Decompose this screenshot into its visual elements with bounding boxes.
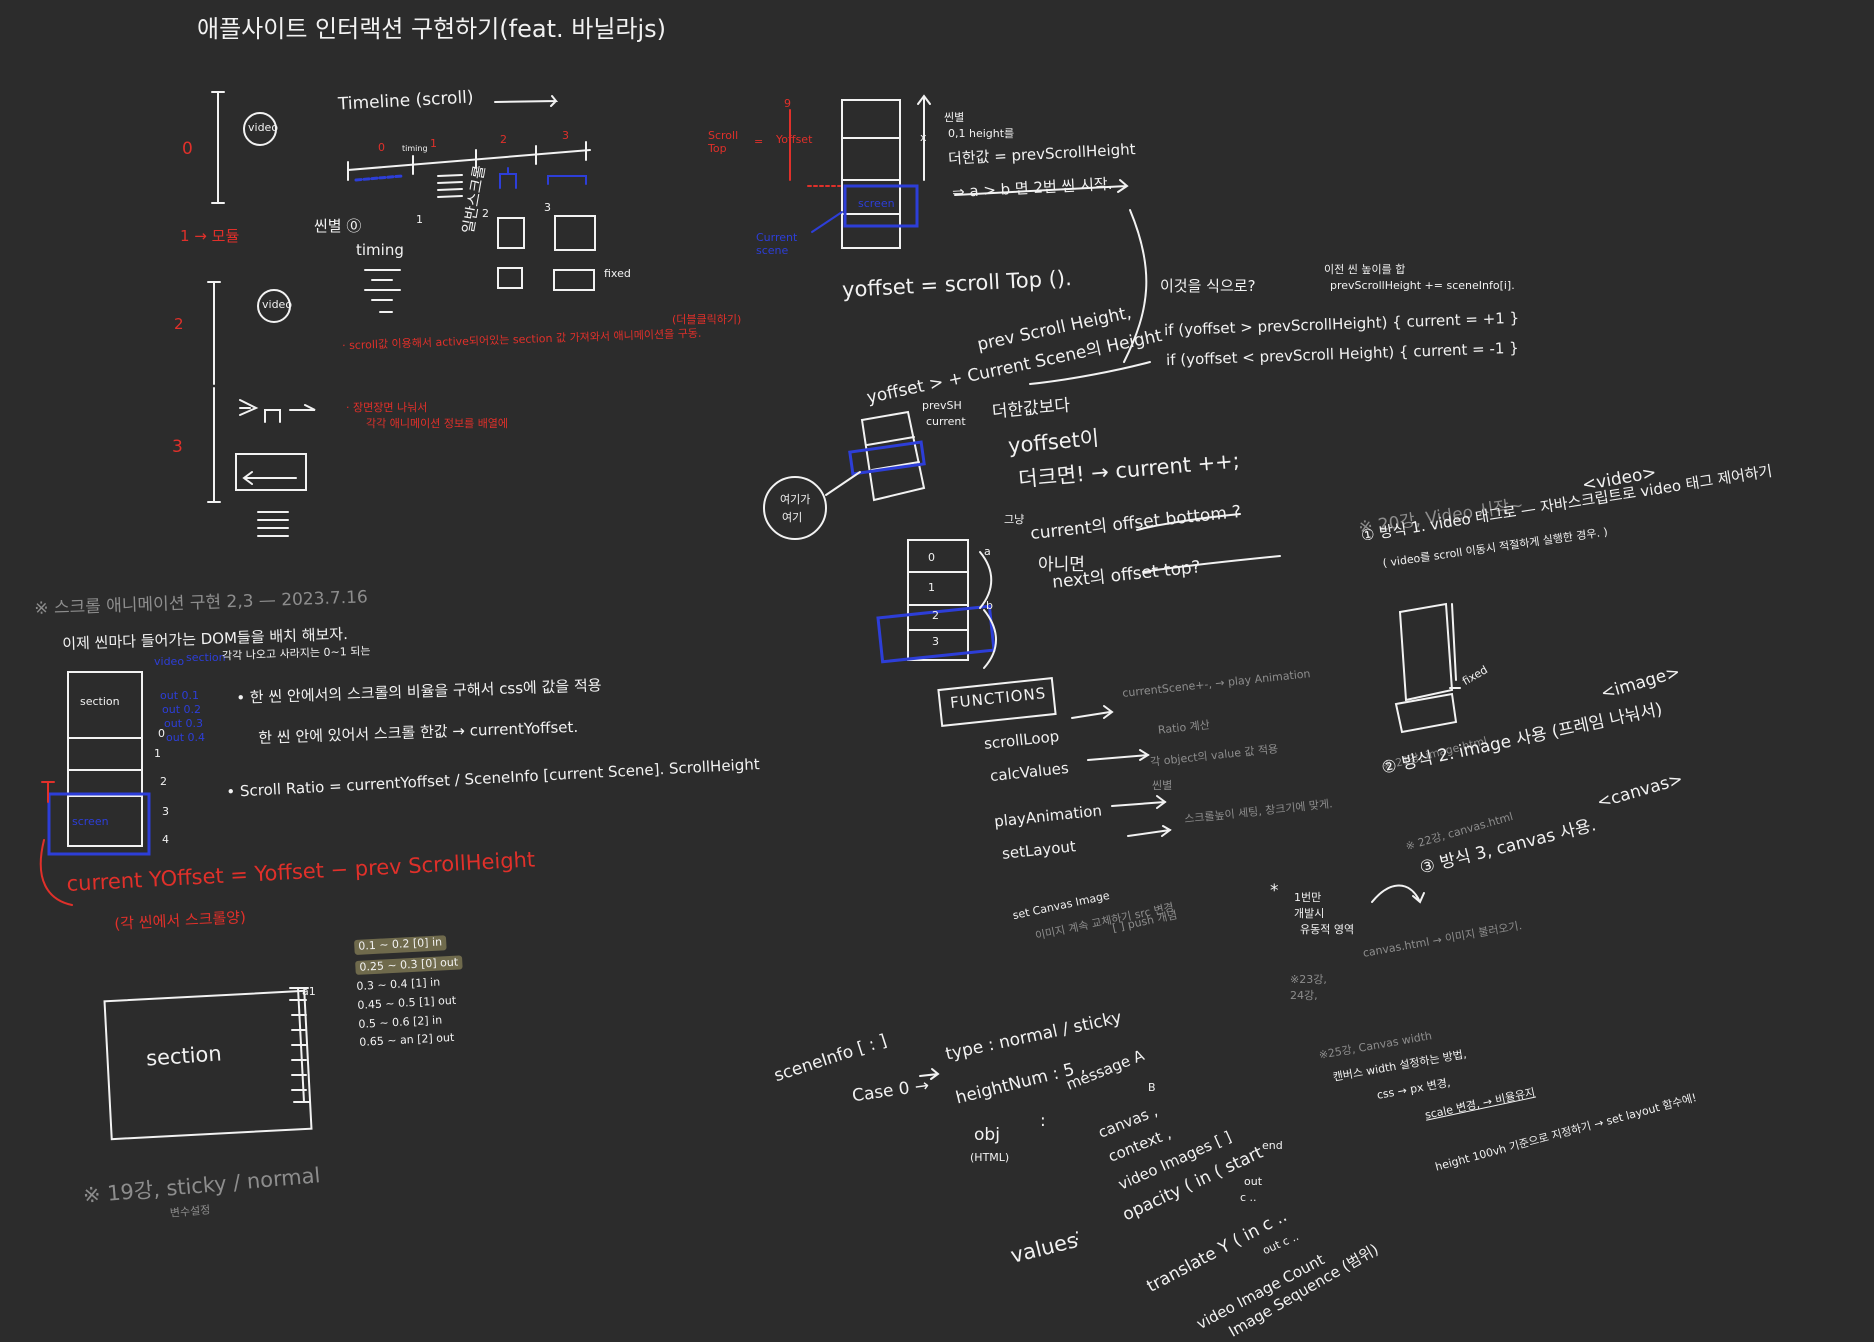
obj-colon: : xyxy=(1040,1111,1046,1131)
stack-tick-1: 1 xyxy=(154,747,161,760)
fixed-label: fixed xyxy=(604,267,631,280)
stack-note-1: 씬별 xyxy=(944,111,965,124)
left-label-3: 3 xyxy=(172,437,183,457)
yoffset-red-label: Yoffset xyxy=(776,133,813,146)
scroll-range-item: 0.5 ~ 0.6 [2] in xyxy=(358,1013,443,1031)
stack-note-2: 0,1 height를 xyxy=(948,127,1015,140)
canvas-left-note-2: 개발시 xyxy=(1294,907,1325,920)
x-mark: x xyxy=(920,131,927,144)
video-circle-label: video xyxy=(248,121,279,134)
scroll-range-list: 0.1 ~ 0.2 [0] in 0.25 ~ 0.3 [0] out 0.3 … xyxy=(354,934,467,1055)
stack-num-2: 2 xyxy=(932,609,939,622)
left-label-0: 0 xyxy=(182,139,193,159)
blue-note-3: out 0.2 xyxy=(162,703,202,716)
blue-note-2: out 0.1 xyxy=(160,689,200,702)
stack-current-label: current xyxy=(926,415,966,428)
timeline-tick-2: 2 xyxy=(500,133,507,146)
top-note-1: 이전 씬 높이를 합 xyxy=(1324,263,1406,276)
canvas-left-note-1: 1번만 xyxy=(1294,891,1322,904)
stack-tick-4: 4 xyxy=(162,833,169,846)
stack-tick-3: 3 xyxy=(162,805,169,818)
label-b: b xyxy=(986,599,993,612)
values-colon: : xyxy=(1074,1225,1080,1245)
scroll-range-item: 0.25 ~ 0.3 [0] out xyxy=(355,955,463,976)
scroll-range-item: 0.3 ~ 0.4 [1] in xyxy=(356,975,441,994)
lesson-23-b: 24강, xyxy=(1290,989,1318,1002)
canvas-left-note-3: 유동적 영역 xyxy=(1300,923,1355,936)
opacity-end: end xyxy=(1262,1139,1283,1152)
timeline-small-label: timing xyxy=(402,144,428,153)
timing-note: timing xyxy=(356,241,404,259)
function-playanimation-note-2: 씬별 xyxy=(1152,779,1173,792)
stack-prev-label: prevSH xyxy=(922,399,962,412)
stack-num-1: 1 xyxy=(928,581,935,594)
red-note-top: (더블클릭하기) xyxy=(672,313,742,326)
stack-num-0: 0 xyxy=(928,551,935,564)
lesson-23: ※23강, xyxy=(1290,973,1327,986)
current-scene-label: Current scene xyxy=(756,231,798,257)
top-note-2: prevScrollHeight += sceneInfo[i]. xyxy=(1330,279,1515,292)
scene-number-3: 3 xyxy=(544,201,551,214)
opacity-c: c .. xyxy=(1240,1191,1257,1204)
scene-number-2: 2 xyxy=(482,207,489,220)
blue-note-0: video xyxy=(154,655,185,668)
blue-note-4: out 0.3 xyxy=(164,717,204,730)
ruler-label: a1 xyxy=(302,985,316,998)
stack-tick-0: 0 xyxy=(158,727,165,740)
timeline-tick-0: 0 xyxy=(378,141,385,154)
star-mark: * xyxy=(1270,881,1279,901)
equals-sign: = xyxy=(754,135,764,148)
left-label-2: 2 xyxy=(174,315,184,333)
screen-label: screen xyxy=(858,197,895,210)
scroll-top-label: Scroll Top xyxy=(708,129,739,155)
scroll-range-item: 0.45 ~ 0.5 [1] out xyxy=(357,993,457,1012)
stack-tick-2: 2 xyxy=(160,775,167,788)
blue-note-1: section xyxy=(186,651,226,664)
red-note-2: · 장면장면 나눠서 xyxy=(346,401,428,414)
scene-note: 씬별 ⓪ xyxy=(314,217,362,235)
stack-section-label: section xyxy=(80,695,120,708)
scroll-range-item: 0.65 ~ an [2] out xyxy=(359,1031,455,1050)
stack-screen-label: screen xyxy=(72,815,109,828)
scene-number-1: 1 xyxy=(416,213,423,226)
timeline-tick-3: 3 xyxy=(562,129,569,142)
opacity-out: out xyxy=(1244,1175,1263,1188)
stack-num-3: 3 xyxy=(932,635,939,648)
left-label-1: 1 → 모듈 xyxy=(180,227,240,245)
message-b-field: B xyxy=(1148,1081,1156,1094)
circle-label-1: 여기가 xyxy=(780,493,811,506)
page-title: 애플사이트 인터랙션 구현하기(feat. 바닐라js) xyxy=(197,15,667,43)
geudae-label: 그냥 xyxy=(1004,513,1025,526)
question: 이것을 식으로? xyxy=(1160,277,1256,295)
aniyeon-label: 아니면 xyxy=(1038,555,1085,575)
obj-label: obj xyxy=(974,1125,1000,1145)
stack-number: 9 xyxy=(784,97,791,110)
html-label: (HTML) xyxy=(970,1151,1010,1164)
timeline-tick-1: 1 xyxy=(430,137,437,150)
red-note-3: 각각 애니메이션 정보를 배열에 xyxy=(366,417,509,430)
label-a: a xyxy=(984,545,991,558)
blue-note-5: out 0.4 xyxy=(166,731,206,744)
circle-label-2: 여기 xyxy=(782,511,803,524)
video-circle-label-2: video xyxy=(262,298,293,311)
